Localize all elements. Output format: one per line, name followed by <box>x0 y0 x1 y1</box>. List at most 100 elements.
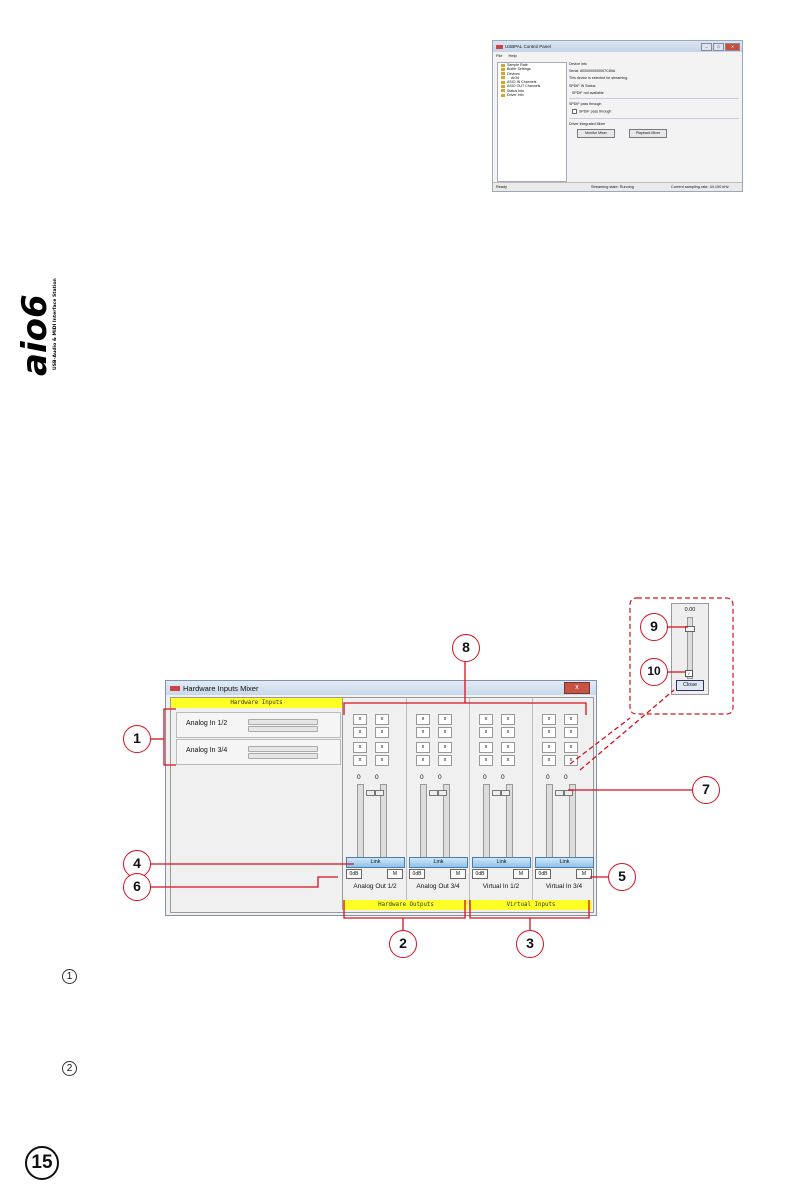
fader-thumb-left[interactable] <box>429 790 438 796</box>
routing-cell[interactable]: x <box>353 714 367 725</box>
callout-7: 7 <box>692 776 720 804</box>
fader-thumb-left[interactable] <box>366 790 375 796</box>
mixer-heading: Driver integrated Mixer <box>569 121 606 126</box>
routing-cell[interactable]: x <box>501 755 515 766</box>
volume-readout-right: 0 <box>501 774 505 781</box>
callout-6: 6 <box>123 873 151 901</box>
zero-db-button[interactable]: 0dB <box>346 869 362 879</box>
tree-item-devices[interactable]: Devices <box>498 72 566 76</box>
routing-cell[interactable]: x <box>353 727 367 738</box>
routing-cell[interactable]: x <box>501 714 515 725</box>
fader-group <box>479 784 523 868</box>
minimize-button[interactable]: – <box>701 42 712 51</box>
volume-readout-right: 0 <box>438 774 442 781</box>
routing-cell[interactable]: x <box>416 714 430 725</box>
status-ready: Ready <box>496 185 507 189</box>
routing-cell[interactable]: x <box>564 714 578 725</box>
mute-button[interactable]: M <box>387 869 403 879</box>
maximize-button[interactable]: □ <box>713 42 724 51</box>
monitor-mixer-button[interactable]: Monitor Mixer <box>577 128 615 138</box>
mute-button[interactable]: M <box>576 869 592 879</box>
routing-cell[interactable]: x <box>501 742 515 753</box>
hardware-outputs-footer: Hardware Outputs <box>344 900 468 910</box>
callout-2: 2 <box>389 930 417 958</box>
routing-cell[interactable]: x <box>375 714 389 725</box>
spdif-pass-label: SPDIF pass through <box>579 109 612 114</box>
page-number: 15 <box>25 1146 59 1180</box>
legend-number-2: 2 <box>62 1061 77 1076</box>
level-meter <box>248 746 318 752</box>
spdif-pass-heading: SPDIF pass through <box>569 102 602 107</box>
routing-cell[interactable]: x <box>501 727 515 738</box>
link-button[interactable]: Link <box>346 857 405 868</box>
zero-db-button[interactable]: 0dB <box>472 869 488 879</box>
routing-cell[interactable]: x <box>564 727 578 738</box>
zero-db-button[interactable]: 0dB <box>409 869 425 879</box>
tree-item-asio-in[interactable]: ASIO IN Channels <box>498 80 566 84</box>
playback-mixer-button[interactable]: Playback Mixer <box>629 128 667 138</box>
routing-cell[interactable]: x <box>375 727 389 738</box>
routing-cell[interactable]: x <box>353 742 367 753</box>
tree-item-driver-info[interactable]: Driver Info <box>498 93 566 97</box>
routing-cell[interactable]: x <box>416 755 430 766</box>
fader-thumb-left[interactable] <box>555 790 564 796</box>
mute-button[interactable]: M <box>513 869 529 879</box>
strip-virtual-in-1-2: x x x x x x x x 0 0 Link 0dB M Virtual I… <box>470 698 533 910</box>
zero-db-button[interactable]: 0dB <box>535 869 551 879</box>
close-button[interactable]: ✕ <box>725 42 740 51</box>
fader-thumb-left[interactable] <box>492 790 501 796</box>
routing-cell[interactable]: x <box>479 727 493 738</box>
fader-thumb-right[interactable] <box>375 790 384 796</box>
settings-tree: Sample Rate Buffer Settings Devices AIO6… <box>497 62 567 182</box>
routing-cell[interactable]: x <box>542 755 556 766</box>
tree-item-sample-rate[interactable]: Sample Rate <box>498 63 566 67</box>
spdif-status-heading: SPDIF IN Status <box>569 83 596 88</box>
routing-cell[interactable]: x <box>542 714 556 725</box>
fader-track[interactable] <box>687 617 693 679</box>
routing-cell[interactable]: x <box>438 727 452 738</box>
volume-readout-left: 0 <box>483 774 487 781</box>
routing-cell[interactable]: x <box>375 742 389 753</box>
routing-cell[interactable]: x <box>542 742 556 753</box>
tree-item-buffer-settings[interactable]: Buffer Settings <box>498 67 566 71</box>
link-button[interactable]: Link <box>409 857 468 868</box>
routing-cell[interactable]: x <box>564 742 578 753</box>
tree-item-asio-out[interactable]: ASIO OUT Channels <box>498 84 566 88</box>
mixer-close-button[interactable]: x <box>564 682 590 694</box>
link-button[interactable]: Link <box>472 857 531 868</box>
spdif-pass-checkbox[interactable] <box>572 109 577 115</box>
routing-cell[interactable]: x <box>479 755 493 766</box>
strip-label: Virtual In 1/2 <box>482 883 520 890</box>
link-button[interactable]: Link <box>535 857 594 868</box>
link-checkbox[interactable]: ✓ <box>685 670 693 677</box>
fader-thumb-right[interactable] <box>501 790 510 796</box>
routing-cell[interactable]: x <box>438 755 452 766</box>
routing-cell[interactable]: x <box>479 714 493 725</box>
strip-label: Analog Out 3/4 <box>416 883 460 890</box>
routing-cell[interactable]: x <box>564 755 578 766</box>
menu-help[interactable]: Help <box>508 53 517 58</box>
routing-cell[interactable]: x <box>438 742 452 753</box>
routing-cell[interactable]: x <box>375 755 389 766</box>
tree-item-aio6[interactable]: AIO6 <box>498 76 566 80</box>
control-panel-screenshot: USBPAL Control Panel – □ ✕ File Help Sam… <box>492 40 743 192</box>
fader-thumb-right[interactable] <box>438 790 447 796</box>
fader-thumb[interactable] <box>685 626 695 632</box>
inset-close-button[interactable]: Close <box>676 680 704 691</box>
routing-cell[interactable]: x <box>438 714 452 725</box>
input-row-analog-3-4: Analog In 3/4 <box>176 739 341 765</box>
routing-cell[interactable]: x <box>416 742 430 753</box>
fader-group <box>353 784 397 868</box>
routing-cell[interactable]: x <box>353 755 367 766</box>
menu-file[interactable]: File <box>496 53 503 58</box>
routing-cell[interactable]: x <box>542 727 556 738</box>
mute-button[interactable]: M <box>450 869 466 879</box>
input-row-analog-1-2: Analog In 1/2 <box>176 712 341 738</box>
routing-cell[interactable]: x <box>479 742 493 753</box>
callout-8: 8 <box>452 634 480 662</box>
hardware-inputs-mixer-window: Hardware Inputs Mixer x Hardware Inputs … <box>165 680 597 916</box>
tree-item-status-info[interactable]: Status Info <box>498 89 566 93</box>
routing-cell[interactable]: x <box>416 727 430 738</box>
fader-zoom-inset: 0.00 ✓ Close <box>671 603 709 695</box>
app-logo-icon <box>170 685 180 691</box>
